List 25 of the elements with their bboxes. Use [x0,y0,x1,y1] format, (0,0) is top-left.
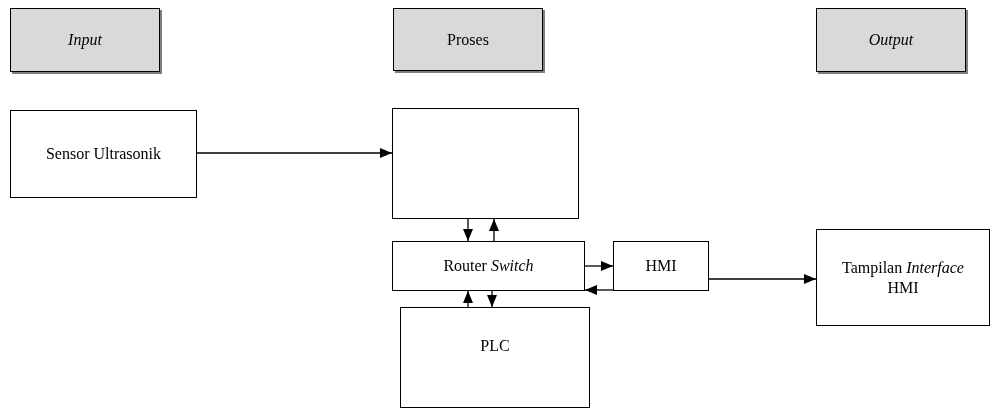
arrow [487,290,497,308]
arrow [584,261,614,271]
arrow [708,274,817,284]
node-label: Router Switch [443,256,534,276]
node-label: PLC [480,335,510,356]
header-box [393,8,543,71]
header-box [816,8,966,72]
header-box [10,8,160,72]
node-label: HMI [645,256,677,276]
process-box [10,110,197,198]
arrow [463,290,473,308]
arrow [196,148,393,158]
process-box [400,307,590,408]
node-label: Input [68,30,102,50]
process-box [392,241,585,291]
arrow [489,218,499,242]
process-box [392,108,579,219]
arrow [584,285,614,295]
node-label: Sensor Ultrasonik [45,144,162,164]
arrow [463,218,473,242]
node-label: Tampilan Interface HMI [841,257,965,298]
process-box [816,229,990,326]
node-label: Output [868,30,914,50]
node-label: Proses [447,29,489,50]
process-box [613,241,709,291]
